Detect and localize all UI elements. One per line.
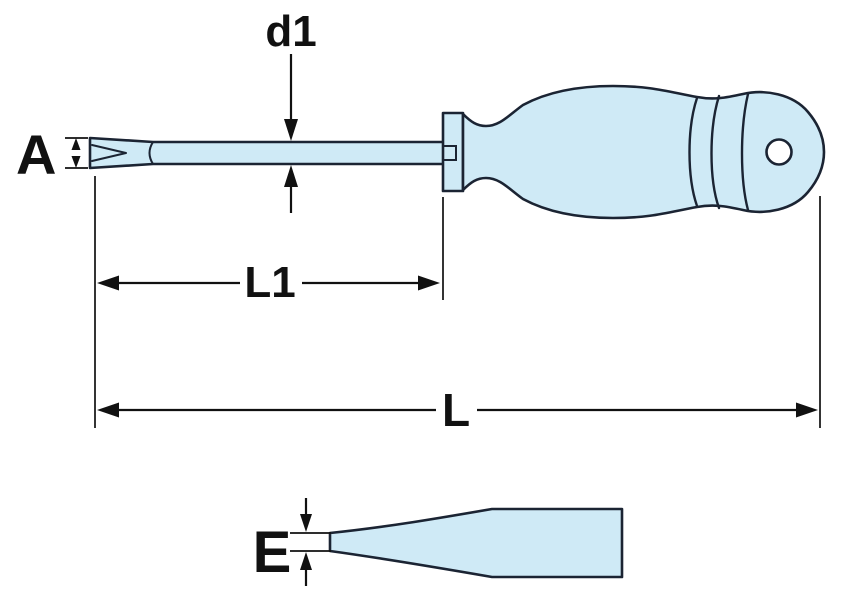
dim-a-arrow-up <box>71 138 81 150</box>
handle-hole <box>765 138 793 166</box>
handle-contour-line-3 <box>740 92 750 212</box>
dim-l1-label: L1 <box>244 258 295 307</box>
dim-a-ticks <box>65 137 88 169</box>
dimension-e: E <box>253 498 331 586</box>
ferrule-notch <box>442 145 457 161</box>
blade-tip-detail-view: E <box>253 498 624 586</box>
dim-e-ticks <box>290 532 331 552</box>
dimension-l1: L1 <box>94 176 444 428</box>
dim-a-arrow-down <box>71 156 81 168</box>
handle-body <box>461 84 826 220</box>
handle-contour-line-1 <box>688 96 699 208</box>
dimension-d1: d1 <box>265 7 317 213</box>
dim-e-arrow-up <box>300 552 312 570</box>
dim-l-label: L <box>442 384 470 436</box>
dim-l1-arrow-left <box>97 275 119 291</box>
dim-d1-arrow-up <box>284 165 298 187</box>
handle-ferrule <box>441 111 465 193</box>
dim-l1-arrow-right <box>418 275 440 291</box>
handle-contour-line-2 <box>710 94 721 210</box>
screwdriver-shaft <box>88 136 447 170</box>
blade-tip-detail <box>328 507 624 579</box>
shaft-tip-junction-line <box>148 141 154 165</box>
dim-l-arrow-left <box>97 402 119 418</box>
dim-a-label: A <box>16 123 56 186</box>
screwdriver-side-view <box>88 84 826 220</box>
dim-d1-label: d1 <box>265 7 316 56</box>
dim-d1-arrow-down <box>284 119 298 141</box>
dim-e-arrow-down <box>300 514 312 532</box>
blade-tip-grind-lines <box>91 144 127 162</box>
dim-e-label: E <box>253 520 292 585</box>
dimension-l: L <box>97 196 821 436</box>
dimension-a: A <box>16 123 88 186</box>
dim-l-arrow-right <box>796 402 818 418</box>
